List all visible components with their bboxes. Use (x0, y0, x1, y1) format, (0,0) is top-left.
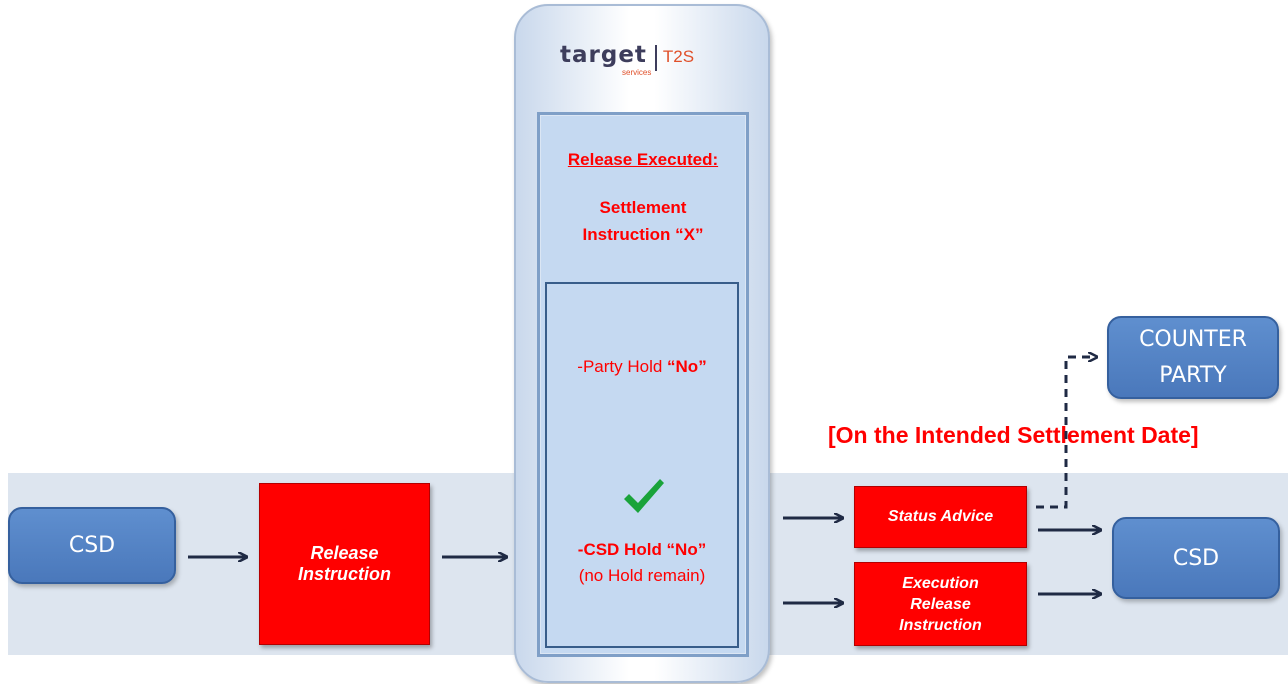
intended-settlement-date-note: [On the Intended Settlement Date] (828, 422, 1199, 448)
counterparty-box[interactable]: COUNTER PARTY (1107, 316, 1279, 399)
party-hold-prefix: -Party Hold (577, 357, 668, 376)
status-advice-box[interactable]: Status Advice (854, 486, 1027, 548)
execution-release-line1: Execution (902, 574, 979, 592)
party-hold-value: “No” (667, 357, 707, 376)
release-instruction-line1: Release (310, 543, 379, 563)
release-instruction-line2: Instruction (298, 564, 391, 584)
logo-target-text: target (560, 42, 647, 68)
left-csd-label: CSD (68, 533, 116, 558)
dashed-arrow-to-counterparty (1036, 357, 1096, 509)
right-csd-box[interactable]: CSD (1112, 517, 1280, 599)
csd-hold-text: -CSD Hold “No” (no Hold remain) (545, 537, 739, 589)
csd-hold-line: -CSD Hold “No” (577, 540, 707, 559)
logo-services-text: services (622, 68, 652, 77)
target-t2s-logo: target services T2S (560, 42, 730, 82)
execution-release-line2: Release (910, 595, 971, 613)
hold-status-panel (545, 282, 739, 648)
logo-t2s-text: T2S (662, 47, 695, 66)
status-advice-label: Status Advice (887, 508, 994, 525)
execution-release-line3: Instruction (899, 616, 982, 634)
target-wordmark: target services (560, 42, 651, 77)
settlement-instruction-line2: Instruction “X” (582, 225, 704, 244)
execution-release-instruction-box[interactable]: Execution Release Instruction (854, 562, 1027, 646)
release-executed-heading: Release Executed: (567, 150, 719, 169)
settlement-instruction-line1: Settlement (599, 198, 687, 217)
release-instruction-box[interactable]: Release Instruction (259, 483, 430, 645)
csd-hold-note: (no Hold remain) (578, 566, 706, 585)
left-csd-box[interactable]: CSD (8, 507, 176, 584)
logo-divider (654, 45, 657, 71)
counterparty-line1: COUNTER (1139, 326, 1247, 352)
counterparty-line2: PARTY (1159, 362, 1227, 388)
right-csd-label: CSD (1172, 545, 1220, 571)
party-hold-text: -Party Hold “No” (545, 357, 739, 377)
settlement-instruction-text: Settlement Instruction “X” (537, 194, 749, 248)
check-icon (624, 479, 664, 513)
